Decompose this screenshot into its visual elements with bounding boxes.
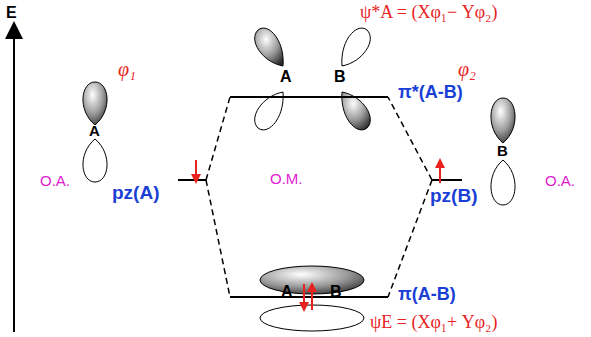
pi-star-lobe (342, 28, 370, 66)
atom-label: A (89, 122, 100, 139)
atom-label: A (281, 283, 293, 301)
wavefunction-label: ψE = (Xφ₁+ Yφ₂) (370, 312, 497, 333)
level-label: pz(B) (430, 185, 477, 207)
correlation-line (388, 180, 432, 297)
atom-label: A (280, 68, 292, 86)
p-lobe (83, 139, 107, 182)
p-lobe (83, 82, 107, 125)
orbital-name: φ₁ (118, 58, 136, 81)
atom-label: B (330, 283, 342, 301)
energy-level (230, 96, 388, 98)
correlation-line (206, 180, 230, 297)
group-label: O.M. (270, 170, 303, 187)
electron-arrow (303, 284, 305, 310)
energy-level (178, 179, 206, 181)
energy-level (230, 296, 388, 298)
electron-arrow (311, 284, 313, 310)
group-label: O.A. (40, 172, 70, 189)
wavefunction-label: ψ*A = (Xφ₁− Yφ₂) (360, 2, 497, 23)
electron-arrow (439, 160, 441, 183)
energy-axis (13, 30, 15, 332)
p-lobe (491, 98, 515, 143)
level-label: π*(A-B) (398, 82, 463, 103)
pi-star-lobe (255, 28, 283, 66)
group-label: O.A. (545, 172, 575, 189)
p-lobe (491, 160, 515, 205)
correlation-line (388, 97, 432, 180)
orbital-name: φ₂ (458, 58, 476, 81)
atom-label: B (334, 68, 346, 86)
correlation-line (206, 97, 230, 180)
level-label: π(A-B) (398, 284, 456, 305)
energy-level (432, 179, 462, 181)
level-label: pz(A) (112, 182, 159, 204)
axis-label: E (6, 4, 17, 22)
electron-arrow (195, 160, 197, 182)
atom-label: B (497, 142, 508, 159)
